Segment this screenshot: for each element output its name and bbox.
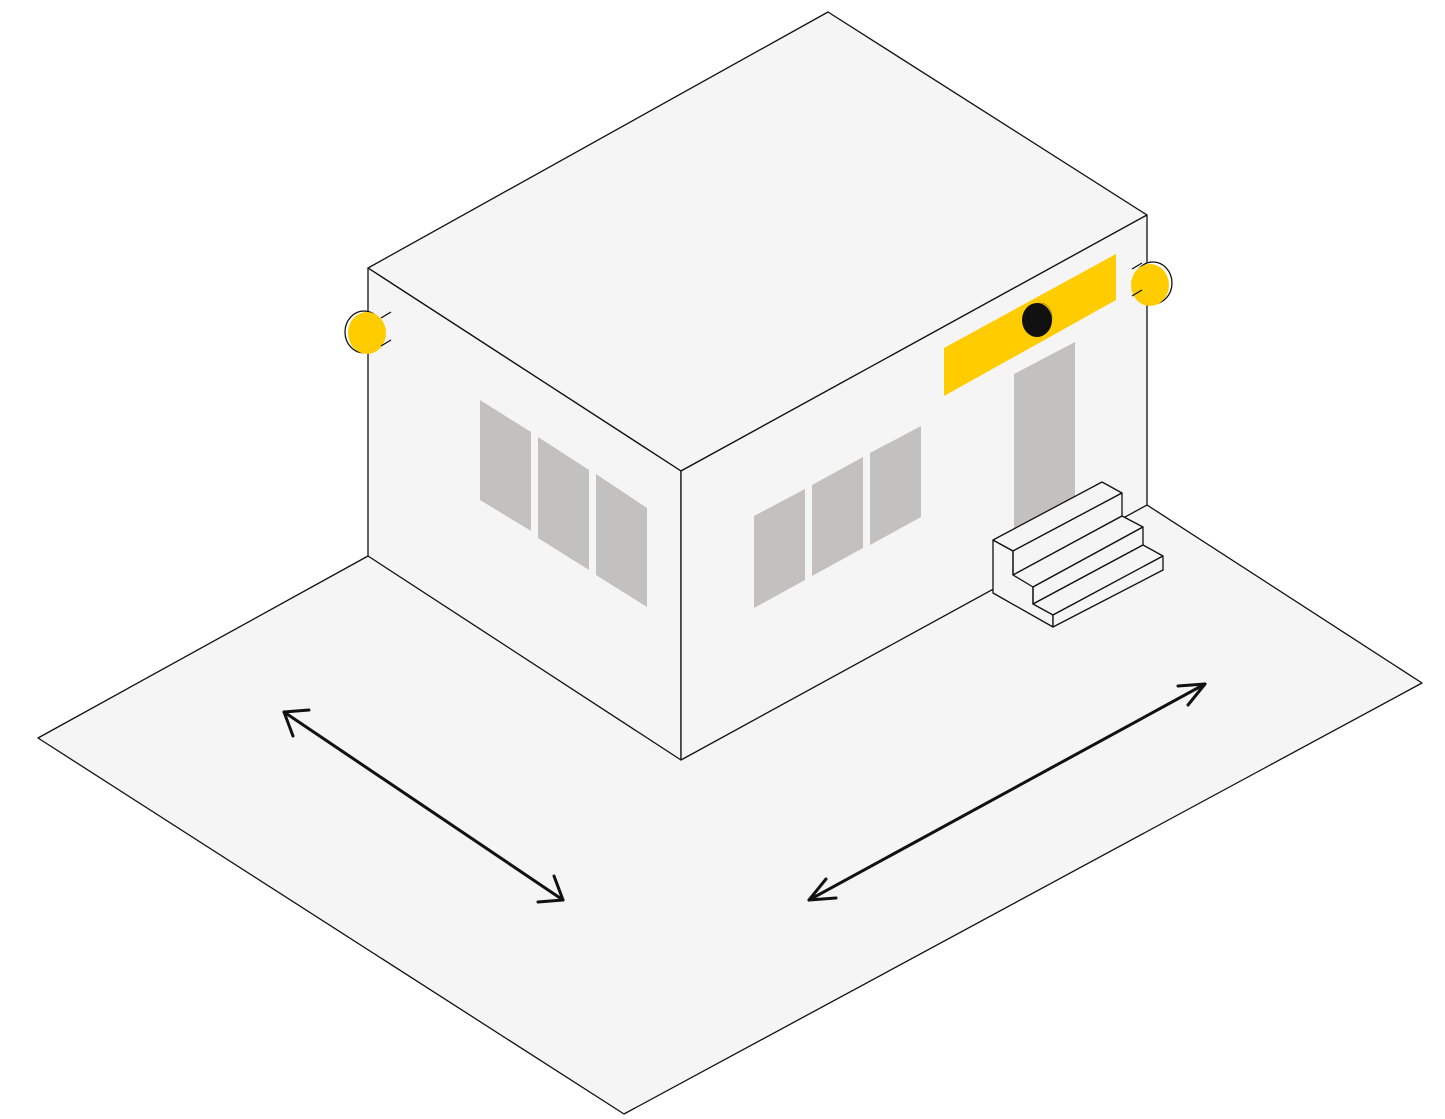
double-headed-arrow-icon: [282, 708, 565, 904]
warning-light-icon: [344, 310, 392, 354]
window-pane: [596, 474, 647, 607]
camera-icon: [1022, 302, 1053, 337]
entrance-door: [1014, 342, 1075, 530]
entrance-steps: [992, 481, 1164, 628]
right-window-group: [754, 426, 921, 608]
ground-plane: [37, 504, 1423, 1115]
window-pane: [754, 489, 805, 608]
window-pane: [812, 457, 863, 576]
left-window-group: [480, 400, 647, 607]
window-pane: [538, 437, 589, 570]
window-pane: [870, 426, 921, 545]
double-headed-arrow-icon: [807, 682, 1207, 902]
warning-light-icon: [1131, 261, 1173, 306]
window-pane: [480, 400, 531, 531]
